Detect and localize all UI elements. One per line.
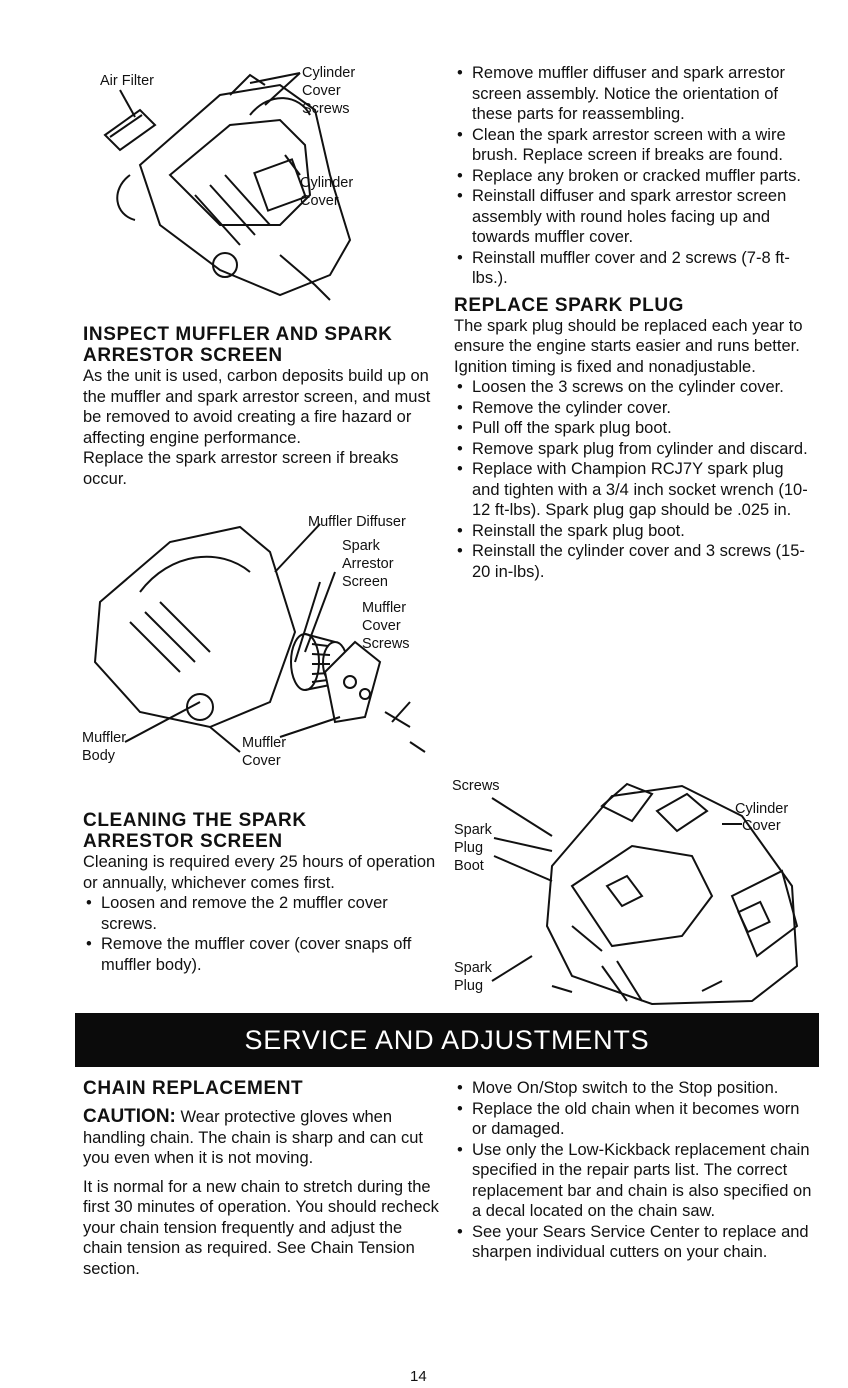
figure-muffler: Muffler Diffuser Spark Arrestor Screen M… bbox=[80, 512, 450, 777]
cleaning-title-line1: CLEANING THE SPARK bbox=[83, 810, 307, 831]
chain-steps-list: Move On/Stop switch to the Stop position… bbox=[454, 1078, 814, 1263]
label-muffler-cover-screws-3: Screws bbox=[362, 636, 410, 652]
label-cylinder-cover-1: Cylinder bbox=[300, 175, 353, 191]
label-spark-plug-boot-3: Boot bbox=[454, 858, 484, 874]
label-muffler-body-1: Muffler bbox=[82, 730, 126, 746]
label-muffler-body-2: Body bbox=[82, 748, 116, 764]
label-muffler-cover-screws-2: Cover bbox=[362, 618, 401, 634]
label-cylinder-cover-1: Cylinder bbox=[735, 801, 788, 817]
section-right-top: Remove muffler diffuser and spark arrest… bbox=[454, 63, 814, 582]
muffler-steps-list: Remove muffler diffuser and spark arrest… bbox=[454, 63, 814, 289]
section-chain-replacement: CHAIN REPLACEMENT CAUTION: Wear protecti… bbox=[83, 1078, 443, 1279]
label-cylinder-cover-screws-1: Cylinder bbox=[302, 65, 355, 81]
cleaning-bullet-list: Loosen and remove the 2 muffler cover sc… bbox=[83, 893, 443, 975]
list-item: Remove the muffler cover (cover snaps of… bbox=[83, 934, 443, 975]
label-cylinder-cover-2: Cover bbox=[742, 818, 781, 834]
label-spark-arrestor-screen-1: Spark bbox=[342, 538, 381, 554]
list-item: Pull off the spark plug boot. bbox=[454, 418, 814, 439]
chain-caution: CAUTION: Wear protective gloves when han… bbox=[83, 1106, 443, 1169]
label-muffler-cover-screws-1: Muffler bbox=[362, 600, 406, 616]
inspect-paragraph-2: Replace the spark arrestor screen if bre… bbox=[83, 449, 399, 488]
inspect-title-line2: ARRESTOR SCREEN bbox=[83, 345, 283, 366]
list-item: Loosen the 3 screws on the cylinder cove… bbox=[454, 377, 814, 398]
cleaning-title-line2: ARRESTOR SCREEN bbox=[83, 831, 283, 852]
list-item: Reinstall diffuser and spark arrestor sc… bbox=[454, 186, 814, 248]
list-item: Move On/Stop switch to the Stop position… bbox=[454, 1078, 814, 1099]
caution-label: CAUTION: bbox=[83, 1106, 176, 1127]
list-item: Reinstall the spark plug boot. bbox=[454, 521, 814, 542]
label-muffler-cover-2: Cover bbox=[242, 753, 281, 769]
section-banner: SERVICE AND ADJUSTMENTS bbox=[75, 1013, 819, 1067]
label-spark-arrestor-screen-2: Arrestor bbox=[342, 556, 394, 572]
label-air-filter: Air Filter bbox=[100, 73, 154, 89]
list-item: Remove the cylinder cover. bbox=[454, 398, 814, 419]
chain-paragraph: It is normal for a new chain to stretch … bbox=[83, 1177, 439, 1278]
list-item: Replace any broken or cracked muffler pa… bbox=[454, 166, 814, 187]
figure-cylinder-cover-drawing: Air Filter Cylinder Cover Screws Cylinde… bbox=[100, 65, 355, 301]
label-cylinder-cover-screws-2: Cover bbox=[302, 83, 341, 99]
caution-text: Wear protective gloves when handling cha… bbox=[83, 1108, 424, 1167]
label-spark-plug-2: Plug bbox=[454, 978, 483, 994]
label-muffler-diffuser: Muffler Diffuser bbox=[308, 514, 406, 530]
label-cylinder-cover-2: Cover bbox=[300, 193, 339, 209]
inspect-paragraph-1: As the unit is used, carbon deposits bui… bbox=[83, 367, 431, 447]
label-spark-arrestor-screen-3: Screen bbox=[342, 574, 388, 590]
list-item: Replace the old chain when it becomes wo… bbox=[454, 1099, 814, 1140]
spark-plug-paragraph: The spark plug should be replaced each y… bbox=[454, 316, 803, 376]
section-inspect-muffler: INSPECT MUFFLER AND SPARK ARRESTOR SCREE… bbox=[83, 324, 443, 489]
list-item: Use only the Low-Kickback replacement ch… bbox=[454, 1140, 814, 1222]
list-item: Remove spark plug from cylinder and disc… bbox=[454, 439, 814, 460]
spark-plug-title: REPLACE SPARK PLUG bbox=[454, 294, 685, 316]
label-cylinder-cover-screws-3: Screws bbox=[302, 101, 350, 117]
label-spark-plug-1: Spark bbox=[454, 960, 493, 976]
list-item: Replace with Champion RCJ7Y spark plug a… bbox=[454, 459, 814, 521]
label-spark-plug-boot-2: Plug bbox=[454, 840, 483, 856]
list-item: Loosen and remove the 2 muffler cover sc… bbox=[83, 893, 443, 934]
page-number: 14 bbox=[410, 1368, 427, 1385]
figure-spark-plug: Screws Cylinder Cover Spark Plug Boot Sp… bbox=[452, 776, 822, 1008]
list-item: Reinstall muffler cover and 2 screws (7-… bbox=[454, 248, 814, 289]
label-screws: Screws bbox=[452, 778, 500, 794]
chain-title: CHAIN REPLACEMENT bbox=[83, 1078, 304, 1099]
list-item: Reinstall the cylinder cover and 3 screw… bbox=[454, 541, 814, 582]
spark-plug-steps-list: Loosen the 3 screws on the cylinder cove… bbox=[454, 377, 814, 582]
figure-cylinder-cover: Air Filter Cylinder Cover Screws Cylinde… bbox=[100, 55, 430, 305]
list-item: Remove muffler diffuser and spark arrest… bbox=[454, 63, 814, 125]
section-chain-steps: Move On/Stop switch to the Stop position… bbox=[454, 1078, 814, 1263]
list-item: See your Sears Service Center to replace… bbox=[454, 1222, 814, 1263]
label-spark-plug-boot-1: Spark bbox=[454, 822, 493, 838]
list-item: Clean the spark arrestor screen with a w… bbox=[454, 125, 814, 166]
label-muffler-cover-1: Muffler bbox=[242, 735, 286, 751]
inspect-title-line1: INSPECT MUFFLER AND SPARK bbox=[83, 324, 393, 345]
figure-muffler-drawing: Muffler Diffuser Spark Arrestor Screen M… bbox=[82, 514, 426, 769]
figure-spark-plug-drawing: Screws Cylinder Cover Spark Plug Boot Sp… bbox=[452, 778, 799, 1006]
cleaning-paragraph: Cleaning is required every 25 hours of o… bbox=[83, 853, 436, 892]
section-cleaning-arrestor: CLEANING THE SPARK ARRESTOR SCREEN Clean… bbox=[83, 810, 443, 975]
